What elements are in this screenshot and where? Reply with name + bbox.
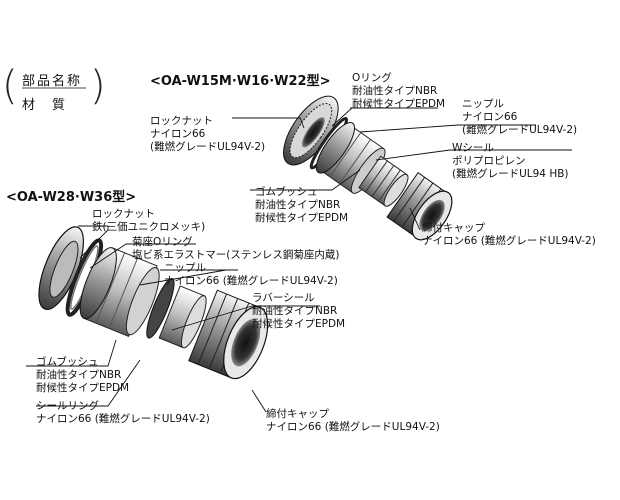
lower-kikuza-oring-label: 菊座Oリング 塩ビ系エラストマー(ステンレス鋼菊座内蔵) xyxy=(132,236,339,262)
part-name: シールリング xyxy=(36,400,99,412)
upper-bushing-part xyxy=(358,155,409,207)
lower-bushing-label: ゴムブッシュ 耐油性タイプNBR 耐候性タイプEPDM xyxy=(36,356,129,395)
lower-rubber-seal-label: ラバーシール 耐油性タイプNBR 耐候性タイプEPDM xyxy=(252,292,345,331)
upper-locknut-part xyxy=(283,95,339,166)
upper-cap-label: 締付キャップ ナイロン66 (難燃グレードUL94V-2) xyxy=(422,222,596,248)
lower-leader-lines xyxy=(26,225,320,413)
part-name: ロックナット xyxy=(150,115,213,127)
part-material: (難燃グレードUL94V-2) xyxy=(150,141,266,153)
part-name: Oリング xyxy=(352,72,392,84)
upper-nipple-label: ニップル ナイロン66 (難燃グレードUL94V-2) xyxy=(462,98,577,137)
upper-assembly xyxy=(283,95,453,241)
part-name: ニップル xyxy=(462,98,504,110)
part-material: 耐油性タイプNBR xyxy=(255,199,341,211)
lower-assembly xyxy=(38,226,269,380)
part-name: 菊座Oリング xyxy=(132,236,193,248)
part-material: 耐油性タイプNBR xyxy=(352,85,438,97)
part-material: (難燃グレードUL94 HB) xyxy=(452,168,569,180)
lower-cap-label: 締付キャップ ナイロン66 (難燃グレードUL94V-2) xyxy=(266,408,440,434)
part-material: 塩ビ系エラストマー(ステンレス鋼菊座内蔵) xyxy=(132,249,340,261)
part-name: ロックナット xyxy=(92,208,155,220)
part-material: ナイロン66 xyxy=(462,111,518,123)
part-material: (難燃グレードUL94V-2) xyxy=(462,124,578,136)
part-name: 締付キャップ xyxy=(422,222,485,234)
part-material: ナイロン66 (難燃グレードUL94V-2) xyxy=(266,421,440,433)
part-material: 耐油性タイプNBR xyxy=(252,305,338,317)
upper-model-title: <OA-W15M·W16·W22型> xyxy=(150,74,331,89)
upper-leader-lines xyxy=(232,107,572,231)
part-material: 鉄(三価ユニクロメッキ) xyxy=(92,221,206,233)
legend-open-paren: ( xyxy=(2,63,18,109)
upper-wseal-label: Wシール ポリプロピレン (難燃グレードUL94 HB) xyxy=(452,142,569,181)
upper-locknut-label: ロックナット ナイロン66 (難燃グレードUL94V-2) xyxy=(150,115,265,154)
lower-rubber-seal-part xyxy=(146,277,175,339)
part-material: ナイロン66 (難燃グレードUL94V-2) xyxy=(36,413,210,425)
lower-nipple-label: ニップル ナイロン66 (難燃グレードUL94V-2) xyxy=(164,262,338,288)
part-material: 耐油性タイプNBR xyxy=(36,369,122,381)
part-material: 耐候性タイプEPDM xyxy=(255,212,349,224)
part-material: ナイロン66 (難燃グレードUL94V-2) xyxy=(164,275,338,287)
part-name: ゴムブッシュ xyxy=(36,356,99,368)
part-material: ポリプロピレン xyxy=(452,155,526,167)
legend-part-name: 部品名称 xyxy=(22,74,83,89)
lower-cap-part xyxy=(188,289,269,380)
lower-bushing-part xyxy=(158,285,207,349)
lower-locknut-label: ロックナット 鉄(三価ユニクロメッキ) xyxy=(92,208,205,234)
part-name: ラバーシール xyxy=(252,292,315,304)
lower-model-title: <OA-W28·W36型> xyxy=(6,190,137,205)
upper-cap-part xyxy=(386,172,453,241)
lower-seal-ring-label: シールリング ナイロン66 (難燃グレードUL94V-2) xyxy=(36,400,210,426)
part-name: Wシール xyxy=(452,142,494,154)
part-material: ナイロン66 xyxy=(150,128,206,140)
part-material: ナイロン66 (難燃グレードUL94V-2) xyxy=(422,235,596,247)
part-name: 締付キャップ xyxy=(266,408,329,420)
legend-material: 材 質 xyxy=(22,98,68,113)
part-name: ゴムブッシュ xyxy=(255,186,318,198)
part-material: 耐候性タイプEPDM xyxy=(36,382,130,394)
part-material: 耐候性タイプEPDM xyxy=(352,98,446,110)
upper-oring-label: Oリング 耐油性タイプNBR 耐候性タイプEPDM xyxy=(352,72,445,111)
part-material: 耐候性タイプEPDM xyxy=(252,318,346,330)
lower-nipple-part xyxy=(79,247,160,338)
legend-close-paren: ) xyxy=(90,63,106,109)
part-name: ニップル xyxy=(164,262,206,274)
upper-nipple-part xyxy=(315,122,386,194)
upper-bushing-label: ゴムブッシュ 耐油性タイプNBR 耐候性タイプEPDM xyxy=(255,186,348,225)
